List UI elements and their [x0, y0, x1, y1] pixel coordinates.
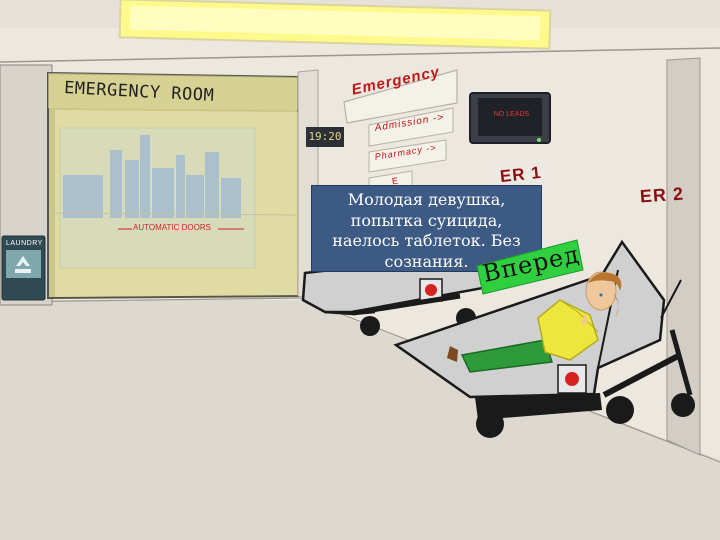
- stretcher-1-wheel: [360, 316, 380, 336]
- dialog-line: попытка суицида,: [350, 210, 503, 230]
- dialog-line: сознания.: [384, 251, 469, 271]
- er2-sign: ER 2: [639, 183, 685, 207]
- dialog-box: Молодая девушка, попытка суицида, наелос…: [311, 185, 542, 272]
- laundry-label: LAUNDRY: [6, 240, 43, 247]
- stretcher-1-red-button: [425, 284, 437, 296]
- automatic-door-glass: [59, 127, 256, 269]
- heart-monitor-screen: [478, 98, 542, 136]
- laundry-chute-panel: [6, 250, 41, 278]
- patient-pants: [460, 339, 553, 373]
- patient: [447, 271, 622, 373]
- next-button-shape: [476, 239, 584, 295]
- wall-sign-emergency-board: [343, 69, 458, 124]
- stretcher-2-wheel: [606, 396, 634, 424]
- floor: [0, 300, 720, 540]
- recycle-icon: [15, 256, 31, 273]
- next-button[interactable]: Вперед: [473, 236, 585, 296]
- city-skyline: [63, 135, 241, 218]
- stretcher-2-wheel: [671, 393, 695, 417]
- ceiling-light-glow: [129, 5, 541, 41]
- patient-hair: [588, 272, 622, 291]
- stretcher-2-wheel: [476, 410, 504, 438]
- dialog-line: Молодая девушка,: [347, 190, 506, 209]
- dialog-line: наелось таблеток. Без: [332, 231, 521, 250]
- stretcher-2-red-button: [565, 372, 579, 386]
- monitor-status-text: NO LEADS: [493, 111, 530, 118]
- patient-head: [585, 271, 617, 311]
- wall-clock: 19:20: [306, 127, 344, 147]
- automatic-doors-label: AUTOMATIC DOORS: [133, 223, 211, 232]
